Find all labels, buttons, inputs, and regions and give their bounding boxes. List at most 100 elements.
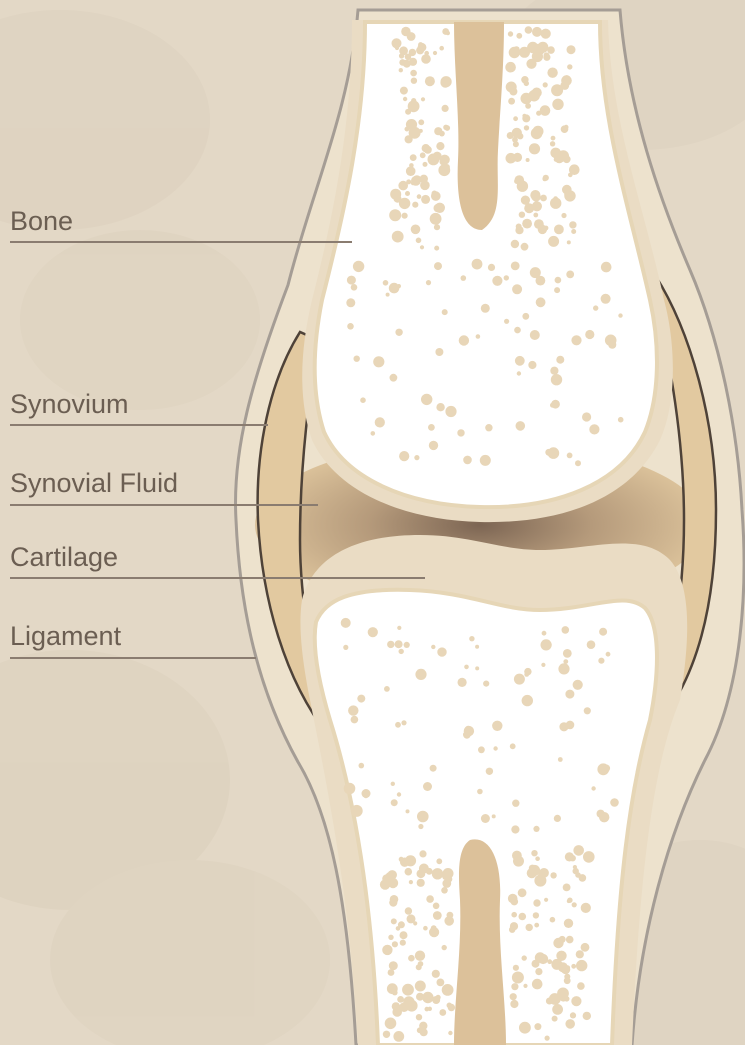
trabecula-dot xyxy=(548,447,560,459)
trabecula-dot xyxy=(521,196,530,205)
trabecula-dot xyxy=(412,202,418,208)
trabecula-dot xyxy=(439,1009,446,1016)
trabecula-dot xyxy=(439,46,444,51)
trabecula-dot xyxy=(606,652,611,657)
trabecula-dot xyxy=(432,970,440,978)
trabecula-dot xyxy=(434,246,439,251)
trabecula-dot xyxy=(492,814,496,818)
trabecula-dot xyxy=(397,626,401,630)
trabecula-dot xyxy=(432,191,438,197)
trabecula-dot xyxy=(519,1022,531,1034)
trabecula-dot xyxy=(464,665,469,670)
trabecula-dot xyxy=(406,119,417,130)
trabecula-dot xyxy=(435,348,443,356)
trabecula-dot xyxy=(573,845,584,856)
trabecula-dot xyxy=(408,955,415,962)
trabecula-dot xyxy=(410,154,417,161)
trabecula-dot xyxy=(387,983,398,994)
trabecula-dot xyxy=(522,219,532,229)
trabecula-dot xyxy=(429,441,438,450)
trabecula-dot xyxy=(525,26,533,34)
trabecula-dot xyxy=(436,858,442,864)
trabecula-dot xyxy=(513,965,519,971)
trabecula-dot xyxy=(558,757,563,762)
trabecula-dot xyxy=(409,880,413,884)
trabecula-dot xyxy=(420,152,426,158)
trabecula-dot xyxy=(421,54,431,64)
trabecula-dot xyxy=(533,213,538,218)
trabecula-dot xyxy=(559,993,567,1001)
trabecula-dot xyxy=(459,335,469,345)
trabecula-dot xyxy=(522,695,533,706)
trabecula-dot xyxy=(405,855,416,866)
trabecula-dot xyxy=(389,961,398,970)
trabecula-dot xyxy=(492,721,502,731)
trabecula-dot xyxy=(510,922,518,930)
trabecula-dot xyxy=(515,356,525,366)
trabecula-dot xyxy=(551,374,562,385)
trabecula-dot xyxy=(518,888,527,897)
trabecula-dot xyxy=(597,763,609,775)
trabecula-dot xyxy=(571,996,581,1006)
trabecula-dot xyxy=(555,277,562,284)
trabecula-dot xyxy=(558,663,569,674)
trabecula-dot xyxy=(564,125,569,130)
trabecula-dot xyxy=(395,640,403,648)
trabecula-dot xyxy=(397,792,401,796)
synovium-label: Synovium xyxy=(10,389,129,419)
trabecula-dot xyxy=(399,198,410,209)
trabecula-dot xyxy=(457,429,464,436)
trabecula-dot xyxy=(493,746,497,750)
trabecula-dot xyxy=(426,280,431,285)
trabecula-dot xyxy=(413,921,417,925)
trabecula-dot xyxy=(542,631,547,636)
trabecula-dot xyxy=(386,872,393,879)
trabecula-dot xyxy=(567,45,576,54)
trabecula-dot xyxy=(419,129,423,133)
trabecula-dot xyxy=(472,259,483,270)
trabecula-dot xyxy=(566,965,570,969)
trabecula-dot xyxy=(584,707,591,714)
trabecula-dot xyxy=(540,195,547,202)
trabecula-dot xyxy=(506,82,517,93)
trabecula-dot xyxy=(409,49,416,56)
trabecula-dot xyxy=(535,856,540,861)
trabecula-dot xyxy=(564,75,569,80)
trabecula-dot xyxy=(521,243,529,251)
trabecula-dot xyxy=(404,642,410,648)
trabecula-dot xyxy=(526,158,530,162)
trabecula-dot xyxy=(481,304,490,313)
trabecula-dot xyxy=(566,271,574,279)
trabecula-dot xyxy=(512,284,522,294)
trabecula-dot xyxy=(521,76,528,83)
trabecula-dot xyxy=(571,335,581,345)
trabecula-dot xyxy=(461,275,467,281)
trabecula-dot xyxy=(364,794,368,798)
trabecula-dot xyxy=(399,857,404,862)
trabecula-dot xyxy=(447,912,454,919)
trabecula-dot xyxy=(384,686,390,692)
trabecula-dot xyxy=(458,678,467,687)
trabecula-dot xyxy=(513,141,519,147)
trabecula-dot xyxy=(402,213,408,219)
trabecula-dot xyxy=(436,142,444,150)
trabecula-dot xyxy=(570,1012,576,1018)
trabecula-dot xyxy=(511,983,518,990)
trabecula-dot xyxy=(567,898,572,903)
trabecula-dot xyxy=(543,54,550,61)
trabecula-dot xyxy=(416,1014,422,1020)
trabecula-dot xyxy=(531,850,537,856)
trabecula-dot xyxy=(447,1003,453,1009)
trabecula-dot xyxy=(360,397,366,403)
lower-medullary-cavity xyxy=(454,839,506,1045)
trabecula-dot xyxy=(392,231,404,243)
trabecula-dot xyxy=(559,722,568,731)
trabecula-dot xyxy=(351,805,363,817)
trabecula-dot xyxy=(348,705,358,715)
trabecula-dot xyxy=(477,789,483,795)
trabecula-dot xyxy=(429,927,439,937)
trabecula-dot xyxy=(550,141,555,146)
trabecula-dot xyxy=(563,659,568,664)
